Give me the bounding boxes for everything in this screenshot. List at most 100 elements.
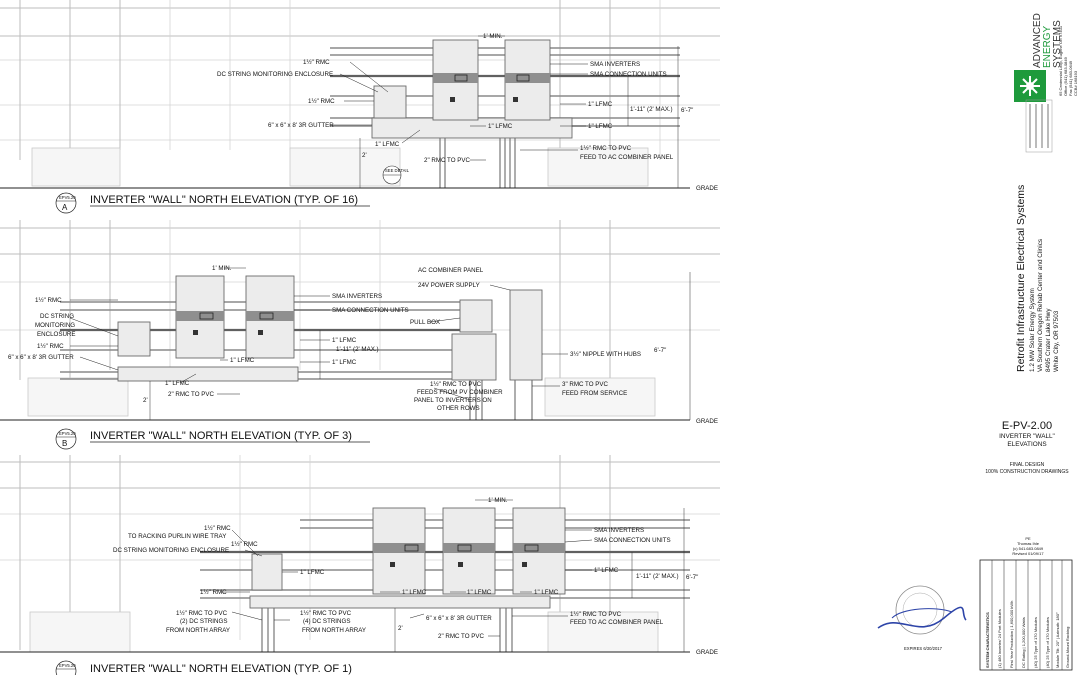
- label-rmc-2: 1½" RMC: [231, 541, 258, 548]
- address-line-2: Office (541) 683-0849: [1063, 56, 1068, 96]
- project-title: Retrofit Infrastructure Electrical Syste…: [1015, 185, 1027, 372]
- inverter-group: [432, 39, 551, 121]
- label-gutter: 6" x 6" x 8' 3R GUTTER: [426, 615, 492, 622]
- label-lfmc-c: 1" LFMC: [534, 589, 559, 596]
- dc-monitoring-enclosure: [117, 321, 151, 357]
- label-lfmc-mid: 1" LFMC: [488, 123, 513, 130]
- project-line-4: White City, OR 97503: [1053, 310, 1060, 372]
- underground-pipes: [439, 138, 516, 188]
- elevation-b: 1' MIN. 1½" RMC DC STRING MONITORING ENC…: [0, 220, 720, 450]
- engineer-stamp: EXPIRES 6/30/2017: [877, 585, 967, 651]
- label-min-spacing: 1' MIN.: [483, 33, 503, 40]
- label-gutter: 6" x 6" x 8' 3R GUTTER: [8, 354, 74, 361]
- engineer-line-1: PE: [1025, 536, 1031, 541]
- label-service-1: 3" RMC TO PVC: [562, 381, 609, 388]
- label-rmc-low: 1½" RMC: [200, 589, 227, 596]
- section-cut-bubble: SEE DETAIL: [385, 168, 410, 173]
- label-north-b1: 1½" RMC TO PVC: [300, 610, 352, 617]
- elevation-title: INVERTER "WALL" NORTH ELEVATION (TYP. OF…: [90, 663, 352, 675]
- label-lfmc-left: 1" LFMC: [300, 569, 325, 576]
- label-power-supply: 24V POWER SUPPLY: [418, 282, 480, 289]
- label-north-3: FROM NORTH ARRAY: [166, 627, 230, 634]
- label-rmc-mid: 1½" RMC: [308, 98, 335, 105]
- ac-combiner-equipment: [451, 289, 543, 381]
- label-lfmc-b: 1" LFMC: [467, 589, 492, 596]
- label-sma-inverters: SMA INVERTERS: [590, 61, 640, 68]
- project-line-3: 8495 Crater Lake Hwy: [1045, 308, 1052, 372]
- status-line-2: 100% CONSTRUCTION DRAWINGS: [985, 469, 1069, 475]
- label-dc-enclosure: DC STRING MONITORING ENCLOSURE: [113, 547, 229, 554]
- label-rmc-to-pvc: 2" RMC TO PVC: [424, 157, 471, 164]
- company-name-1: ADVANCED: [1032, 13, 1043, 68]
- elevation-title-a: EPV5.20 A INVERTER "WALL" NORTH ELEVATIO…: [55, 192, 370, 214]
- label-lfmc-a: 1" LFMC: [402, 589, 427, 596]
- label-dim-2: 2': [143, 397, 148, 404]
- label-rmc-mid: 1½" RMC: [37, 343, 64, 350]
- bubble-sheet-ref: EPV5.20: [59, 195, 76, 200]
- sys-row: (40) 25 Type of 170 Modules: [1045, 617, 1050, 668]
- label-nipple: 3½" NIPPLE WITH HUBS: [570, 351, 641, 358]
- label-dim-total: 6'-7": [686, 574, 698, 581]
- sys-row: Ground-Mount Racking: [1065, 627, 1070, 668]
- label-rmc-pvc-feed: 1½" RMC TO PVC: [580, 145, 632, 152]
- company-address: 65 Centennial Loop, Eugene OR 97401 Offi…: [1058, 25, 1078, 96]
- label-dim-max: 1'-11" (2' MAX.): [630, 106, 673, 113]
- dc-monitoring-enclosure: [373, 85, 407, 119]
- title-block: ADVANCED ENERGY SYSTEMS 65 Centennial Lo…: [979, 13, 1078, 671]
- company-name-3: SYSTEMS: [1052, 20, 1063, 68]
- label-lfmc-b: 1" LFMC: [332, 359, 357, 366]
- label-pull-box: PULL BOX: [410, 319, 440, 326]
- sys-header: SYSTEM CHARACTERISTICS: [985, 612, 990, 668]
- sys-row: Module Tilt: 20° | Azimuth: 180°: [1055, 612, 1060, 668]
- label-dc-enclosure: DC STRING MONITORING ENCLOSURE: [217, 71, 333, 78]
- label-lfmc-c: 1" LFMC: [230, 357, 255, 364]
- bubble-sheet-ref: EPV5.20: [59, 663, 76, 668]
- label-sma-connection: SMA CONNECTION UNITS: [332, 307, 409, 314]
- sys-row: First Year Production | 1,600,000 kWh: [1009, 601, 1014, 668]
- stamp-expiry: EXPIRES 6/30/2017: [904, 646, 943, 651]
- sheet-number: E-PV-2.00: [1002, 420, 1052, 432]
- label-dc-1: DC STRING: [40, 313, 74, 320]
- racking-background: [0, 455, 720, 653]
- address-line-4: CCB# 168193: [1073, 70, 1078, 96]
- label-north-1: 1½" RMC TO PVC: [176, 610, 228, 617]
- dc-monitoring-enclosure: [251, 553, 283, 591]
- label-sma-connection: SMA CONNECTION UNITS: [590, 71, 667, 78]
- address-line-1: 65 Centennial Loop, Eugene OR 97401: [1058, 25, 1063, 96]
- gutter: [249, 595, 551, 609]
- label-feed-1: 1½" RMC TO PVC: [570, 611, 622, 618]
- label-grade: GRADE: [696, 418, 718, 425]
- sheet-name-1: INVERTER "WALL": [999, 433, 1055, 440]
- elevation-title: INVERTER "WALL" NORTH ELEVATION (TYP. OF…: [90, 194, 358, 206]
- company-name-2: ENERGY: [1042, 25, 1053, 68]
- annotations: 1' MIN. 1½" RMC DC STRING MONITORING ENC…: [8, 265, 718, 425]
- label-feed-ac: FEED TO AC COMBINER PANEL: [580, 154, 674, 161]
- status-line-1: FINAL DESIGN: [1010, 462, 1045, 468]
- label-gutter: 6" x 6" x 8' 3R GUTTER: [268, 122, 334, 129]
- label-feeds-4: OTHER ROWS: [437, 405, 480, 412]
- label-grade: GRADE: [696, 185, 718, 192]
- label-north-b3: FROM NORTH ARRAY: [302, 627, 366, 634]
- label-feed-2: FEED TO AC COMBINER PANEL: [570, 619, 664, 626]
- bubble-sheet-ref: EPV5.20: [59, 431, 76, 436]
- engineer-line-4: Revised 01/09/17: [1012, 551, 1044, 556]
- label-rmc-to-pvc: 2" RMC TO PVC: [438, 633, 485, 640]
- label-ac-panel: AC COMBINER PANEL: [418, 267, 484, 274]
- company-logo: ADVANCED ENERGY SYSTEMS: [1014, 13, 1063, 102]
- label-north-2: (2) DC STRINGS: [180, 618, 227, 625]
- racking-background: [0, 0, 720, 187]
- elevation-title-b: EPV5.20 B INVERTER "WALL" NORTH ELEVATIO…: [55, 428, 370, 450]
- sys-row: DC Rating | 1,200,000 Watts: [1021, 617, 1026, 668]
- project-line-1: 1.2 MW Solar Energy System: [1029, 288, 1036, 372]
- label-feeds-2: FEEDS FROM PV COMBINER: [417, 389, 503, 396]
- sys-row: (1) 480 Inverter/ 24 Port Modules: [997, 609, 1002, 668]
- system-characteristics-table: SYSTEM CHARACTERISTICS (1) 480 Inverter/…: [979, 559, 1073, 671]
- project-info: Retrofit Infrastructure Electrical Syste…: [1015, 185, 1060, 372]
- label-feeds-3: PANEL TO INVERTERS ON: [414, 397, 492, 404]
- fine-print: [1025, 99, 1053, 153]
- label-lfmc-low: 1" LFMC: [165, 380, 190, 387]
- label-grade: GRADE: [696, 649, 718, 656]
- bubble-letter: B: [62, 439, 67, 448]
- label-dim-total: 6'-7": [654, 347, 666, 354]
